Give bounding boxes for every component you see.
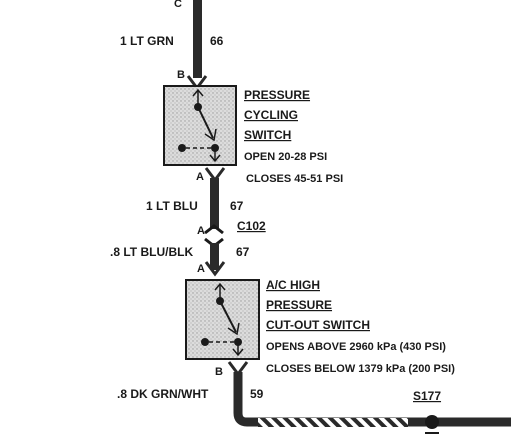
wire-67-upper	[210, 178, 219, 229]
wire-67-upper-circuit: 67	[230, 199, 244, 213]
splice-s177-label: S177	[413, 389, 441, 403]
wire-67-lower	[210, 243, 219, 270]
ac-high-pressure-cutout-switch	[185, 279, 260, 360]
wire-66-label: 1 LT GRN	[120, 34, 174, 48]
terminal-b1-label: B	[177, 69, 185, 81]
wire-59-hatched	[258, 418, 408, 427]
terminal-a1-label: A	[196, 171, 204, 183]
switch2-name-line3: CUT-OUT SWITCH	[266, 318, 370, 332]
wire-59-label: .8 DK GRN/WHT	[117, 387, 209, 401]
switch1-name-line1: PRESSURE	[244, 88, 310, 102]
switch2-name-line2: PRESSURE	[266, 298, 332, 312]
wire-67-lower-circuit: 67	[236, 245, 250, 259]
splice-s177	[425, 415, 439, 429]
c102-label: C102	[237, 219, 266, 233]
switch2-spec-close: CLOSES BELOW 1379 kPa (200 PSI)	[266, 363, 455, 375]
wire-59-circuit: 59	[250, 387, 264, 401]
terminal-b2-label: B	[215, 366, 223, 378]
wire-59	[233, 372, 511, 427]
terminal-a2-fork	[204, 261, 226, 277]
switch1-spec-close: CLOSES 45-51 PSI	[246, 173, 343, 185]
c102-pin-bottom: A	[197, 263, 205, 275]
switch1-name-line2: CYCLING	[244, 108, 298, 122]
pressure-cycling-switch	[163, 85, 237, 166]
wire-67-lower-label: .8 LT BLU/BLK	[110, 245, 193, 259]
switch2-name-line1: A/C HIGH	[266, 278, 320, 292]
switch1-name-line3: SWITCH	[244, 128, 291, 142]
c102-pin-top: A	[197, 225, 205, 237]
wire-67-upper-label: 1 LT BLU	[146, 199, 198, 213]
wire-66	[193, 0, 202, 78]
switch1-spec-open: OPEN 20-28 PSI	[244, 151, 327, 163]
switch2-spec-open: OPENS ABOVE 2960 kPa (430 PSI)	[266, 341, 446, 353]
connector-top-label: C	[174, 0, 182, 10]
wire-66-circuit: 66	[210, 34, 224, 48]
